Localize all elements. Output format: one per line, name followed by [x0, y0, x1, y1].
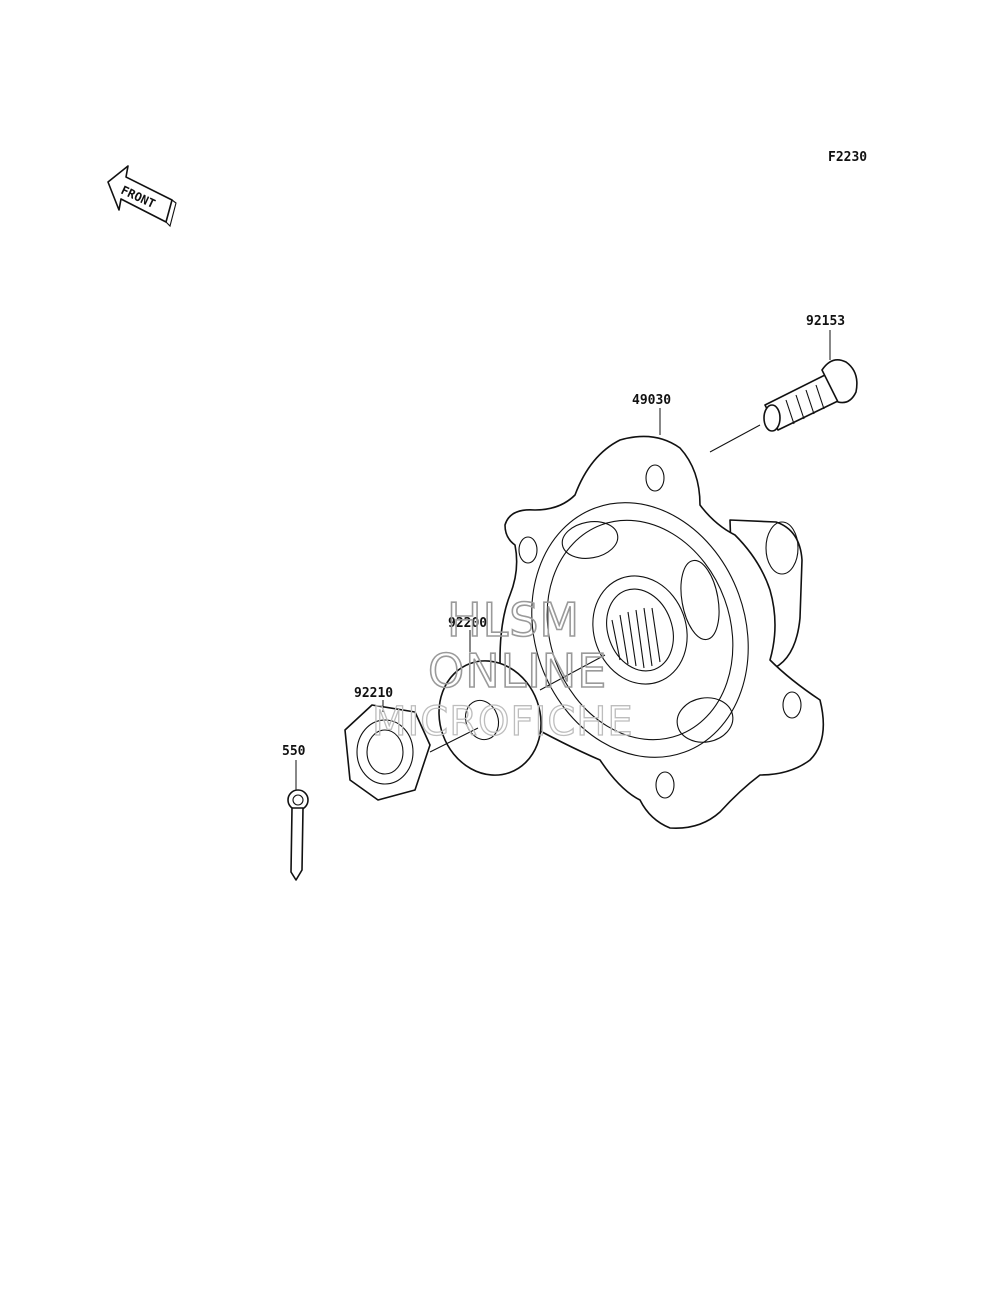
svg-text:HLSM: HLSM — [447, 593, 580, 647]
part-label-49030: 49030 — [632, 393, 671, 408]
washer — [438, 660, 542, 776]
part-label-92153: 92153 — [806, 314, 845, 329]
svg-text:MICROFICHE: MICROFICHE — [372, 699, 634, 745]
front-arrow-icon: FRONT — [107, 165, 177, 228]
watermark: HLSM ONLINE MICROFICHE — [371, 592, 634, 745]
part-label-550: 550 — [282, 744, 306, 759]
svg-text:ONLINE: ONLINE — [428, 644, 607, 698]
castle-nut — [344, 704, 431, 801]
cotter-pin — [287, 789, 309, 881]
part-label-92200: 92200 — [448, 616, 487, 631]
part-label-92210: 92210 — [354, 686, 393, 701]
figure-code: F2230 — [828, 150, 867, 165]
hub-flange — [499, 435, 825, 829]
leader-lines — [295, 330, 831, 790]
wheel-stud — [763, 359, 858, 432]
